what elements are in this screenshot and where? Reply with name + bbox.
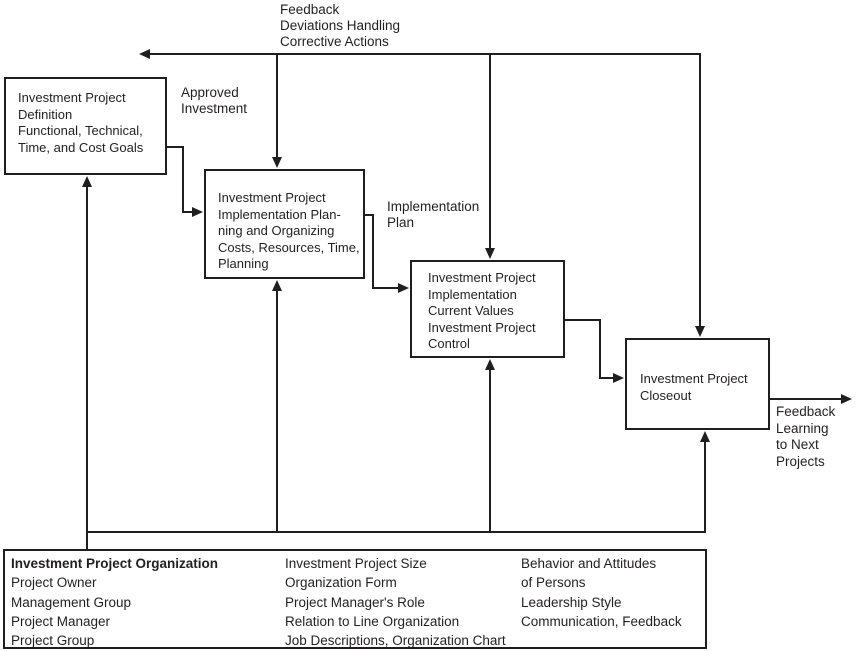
- box-text-line: Functional, Technical,: [18, 123, 143, 138]
- organization-to-planning-line: [276, 289, 278, 532]
- organization-column-behavior: Behavior and Attitudes of Persons Leader…: [521, 554, 682, 631]
- feedback-loop-label-line: Feedback: [280, 2, 340, 17]
- approved-investment-label: Approved Investment: [181, 85, 247, 117]
- feedback-drop-to-planning-line: [276, 53, 278, 159]
- organization-item: Project Manager's Role: [285, 594, 425, 610]
- implementation-plan-label: Implementation Plan: [387, 199, 479, 231]
- box-text-line: Current Values: [428, 303, 514, 318]
- box-implementation-control: Investment Project Implementation Curren…: [410, 260, 565, 358]
- arrowhead-into-implementation-top: [485, 248, 495, 259]
- box-investment-project-organization: Investment Project Organization Project …: [3, 549, 707, 649]
- feedback-drop-to-implementation-line: [489, 53, 491, 250]
- arrowhead-output-right: [841, 394, 852, 404]
- box-text-line: Implementation Plan-: [218, 206, 341, 222]
- arrowhead-into-planning-bottom: [272, 280, 282, 291]
- feedback-left-arrowhead: [139, 49, 150, 59]
- organization-item: Project Owner: [11, 575, 97, 591]
- arrowhead-into-closeout-left: [613, 373, 624, 383]
- arrowhead-into-implementation-left: [398, 283, 409, 293]
- organization-to-implementation-line: [489, 368, 491, 532]
- feedback-learning-label-line: Feedback: [776, 404, 836, 419]
- organization-item: Investment Project Size: [285, 556, 427, 571]
- box-text-line: Investment Project: [428, 270, 536, 285]
- organization-item: Management Group: [11, 594, 132, 610]
- implementation-to-closeout-line: [599, 319, 601, 379]
- box-text-line: Investment Project: [640, 371, 748, 386]
- feedback-loop-label-line: Deviations Handling: [280, 18, 401, 33]
- arrowhead-into-definition-bottom: [82, 176, 92, 187]
- organization-bus-line: [86, 531, 706, 533]
- organization-to-definition-line: [86, 185, 88, 549]
- feedback-top-line: [148, 53, 701, 55]
- box-text-line: Investment Project: [218, 190, 326, 205]
- organization-item: Relation to Line Organization: [285, 613, 460, 629]
- definition-to-planning-line: [166, 146, 184, 148]
- closeout-output-line: [769, 398, 843, 400]
- arrowhead-into-planning-left: [192, 207, 203, 217]
- box-text-line: Time, and Cost Goals: [18, 139, 144, 155]
- implementation-to-closeout-line: [599, 377, 615, 379]
- box-text-line: Closeout: [640, 387, 692, 403]
- feedback-loop-label-line: Corrective Actions: [280, 34, 389, 49]
- box-text-line: ning and Organizing: [218, 223, 335, 238]
- organization-item: Project Manager: [11, 613, 111, 629]
- definition-to-planning-line: [182, 146, 184, 213]
- organization-item: Behavior and Attitudes: [521, 556, 657, 571]
- arrowhead-into-closeout-bottom: [700, 431, 710, 442]
- box-text-line: Investment Project: [18, 90, 126, 105]
- organization-column-structure: Investment Project Size Organization For…: [285, 554, 506, 650]
- box-implementation-planning: Investment Project Implementation Plan- …: [204, 169, 365, 279]
- box-investment-project-definition: Investment Project Definition Functional…: [4, 77, 167, 175]
- definition-to-planning-line: [182, 211, 194, 213]
- implementation-plan-label-line: Plan: [387, 215, 415, 230]
- organization-item: Project Group: [11, 633, 95, 649]
- planning-to-implementation-line: [372, 287, 400, 289]
- arrowhead-into-closeout-top: [695, 326, 705, 337]
- box-text-line: Definition: [18, 106, 73, 122]
- implementation-to-closeout-line: [564, 319, 601, 321]
- feedback-drop-to-closeout-line: [699, 53, 701, 328]
- organization-column-roles: Investment Project Organization Project …: [11, 554, 218, 650]
- feedback-learning-label: Feedback Learning to Next Projects: [776, 404, 835, 470]
- approved-investment-label-line: Investment: [181, 101, 248, 116]
- box-text-line: Planning: [218, 256, 269, 271]
- feedback-learning-label-line: Projects: [776, 453, 825, 469]
- organization-to-closeout-line: [704, 440, 706, 532]
- organization-item: Organization Form: [285, 575, 397, 591]
- organization-item: of Persons: [521, 575, 586, 591]
- planning-to-implementation-line: [364, 214, 374, 216]
- implementation-plan-label-line: Implementation: [387, 199, 480, 214]
- organization-item: Job Descriptions, Organization Chart: [285, 633, 506, 649]
- feedback-learning-label-line: Learning: [776, 420, 829, 436]
- arrowhead-into-implementation-bottom: [485, 359, 495, 370]
- approved-investment-label-line: Approved: [181, 85, 239, 100]
- organization-item: Communication, Feedback: [521, 613, 682, 629]
- organization-item: Leadership Style: [521, 594, 622, 610]
- box-text-line: Costs, Resources, Time,: [218, 239, 360, 255]
- organization-title: Investment Project Organization: [11, 556, 219, 571]
- box-text-line: Investment Project: [428, 319, 536, 335]
- feedback-loop-label: Feedback Deviations Handling Corrective …: [280, 2, 400, 50]
- box-text-line: Control: [428, 336, 470, 351]
- planning-to-implementation-line: [372, 214, 374, 289]
- box-text-line: Implementation: [428, 286, 517, 302]
- arrowhead-into-planning-top: [272, 157, 282, 168]
- box-closeout: Investment Project Closeout: [625, 338, 770, 430]
- feedback-learning-label-line: to Next: [776, 437, 819, 452]
